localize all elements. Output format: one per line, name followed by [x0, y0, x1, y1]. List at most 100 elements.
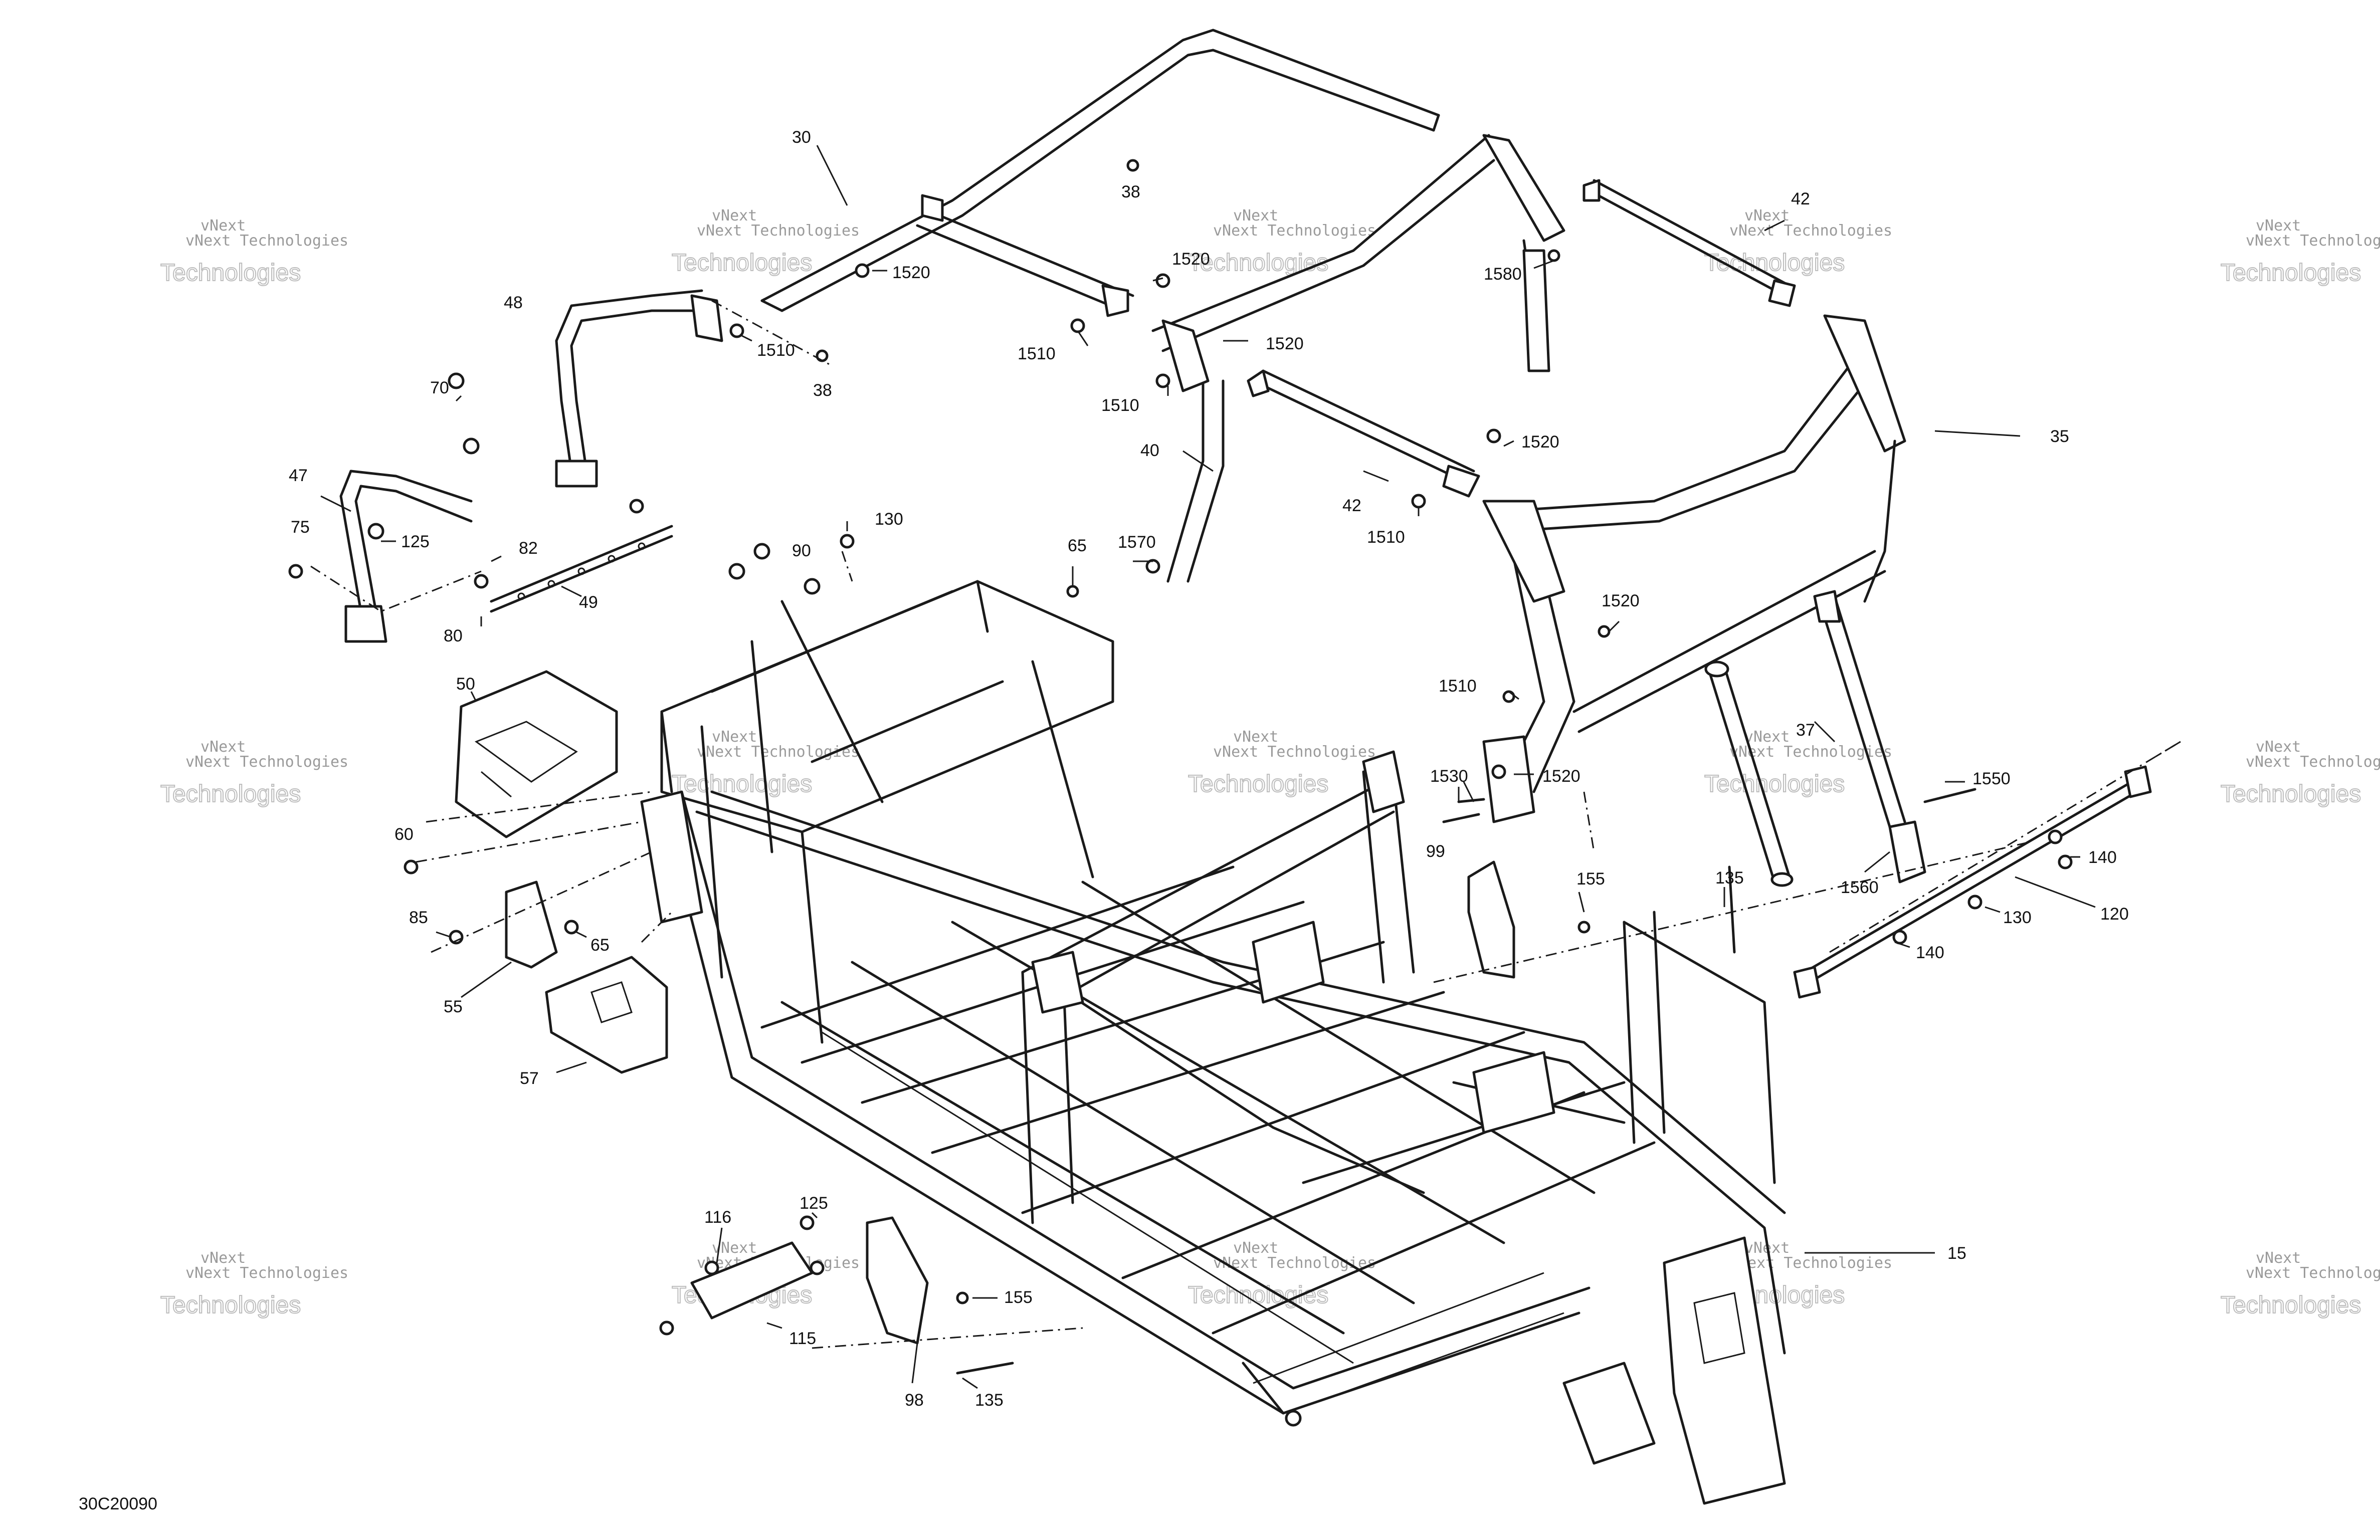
callout-82: 82	[519, 539, 538, 558]
watermark-technologies: Technologies	[1188, 771, 1328, 797]
part-98-bracket	[866, 1216, 929, 1345]
callout-55: 55	[444, 997, 463, 1016]
watermark-technologies: Technologies	[160, 781, 301, 807]
callout-38: 38	[813, 381, 832, 400]
part-57-lower-support	[545, 956, 668, 1074]
watermark-vnext-technologies: vNext Technologies	[1729, 1254, 1892, 1272]
callout-1580: 1580	[1484, 265, 1522, 284]
watermark-vnext-technologies: vNext Technologies	[185, 753, 348, 771]
callout-30: 30	[792, 128, 811, 147]
callout-35: 35	[2050, 427, 2069, 446]
part-120-rear-rail	[1793, 765, 2152, 999]
callout-1510: 1510	[1439, 677, 1477, 696]
watermark: vNext vNext Technologies Technologies	[2220, 1249, 2380, 1319]
callout-65: 65	[1068, 536, 1087, 555]
callout-1520: 1520	[1542, 767, 1580, 786]
watermark-vnext: vNext	[1744, 728, 1790, 746]
callout-1530: 1530	[1430, 767, 1468, 786]
part-42-lower-middle-bar	[1247, 369, 1480, 498]
watermark-technologies: Technologies	[1704, 771, 1845, 797]
callout-125: 125	[401, 532, 430, 551]
callout-15: 15	[1947, 1244, 1966, 1263]
callout-40: 40	[1140, 441, 1159, 460]
callout-115: 115	[789, 1329, 816, 1348]
callout-1510: 1510	[757, 341, 795, 360]
callout-80: 80	[444, 626, 463, 645]
watermark-vnext: vNext	[201, 1249, 246, 1267]
watermark-vnext: vNext	[201, 217, 246, 235]
watermark-technologies: Technologies	[2221, 781, 2361, 807]
callout-140: 140	[2088, 848, 2117, 867]
watermark-vnext-technologies: vNext Technologies	[2246, 753, 2380, 771]
watermark-technologies: Technologies	[672, 250, 812, 276]
callout-42: 42	[1791, 189, 1810, 208]
part-48-grab-handle	[555, 289, 723, 488]
part-55-bracket	[505, 881, 558, 969]
watermark-vnext-technologies: vNext Technologies	[185, 232, 348, 250]
callout-1510: 1510	[1018, 344, 1056, 363]
watermark-vnext: vNext	[2256, 738, 2301, 756]
callout-1510: 1510	[1101, 396, 1139, 415]
watermark-technologies: Technologies	[2221, 1292, 2361, 1318]
watermark-vnext: vNext	[1233, 1239, 1278, 1257]
watermark-technologies: Technologies	[1704, 250, 1845, 276]
part-42-upper-rear-bar	[1582, 179, 1796, 307]
watermark-vnext-technologies: vNext Technologies	[1729, 222, 1892, 240]
leader-lines	[320, 145, 2096, 1389]
callout-57: 57	[520, 1069, 539, 1088]
watermark: vNext vNext Technologies Technologies	[1704, 207, 1892, 277]
watermark: vNext vNext Technologies Technologies	[160, 217, 348, 287]
watermark: vNext vNext Technologies Technologies	[671, 207, 860, 277]
part-47-lower-handle	[339, 470, 473, 643]
watermark: vNext vNext Technologies Technologies	[1187, 207, 1376, 277]
part-35-rear-cage	[1482, 314, 1906, 823]
watermark-vnext-technologies: vNext Technologies	[697, 222, 860, 240]
watermark-vnext: vNext	[1233, 207, 1278, 225]
watermark-vnext: vNext	[712, 728, 757, 746]
main-frame	[640, 580, 1786, 1505]
watermark-vnext: vNext	[1233, 728, 1278, 746]
callout-50: 50	[456, 675, 475, 694]
watermark-vnext: vNext	[712, 207, 757, 225]
callout-130: 130	[875, 510, 903, 529]
part-49-rail	[490, 525, 673, 613]
callout-47: 47	[289, 466, 308, 485]
callout-48: 48	[504, 293, 523, 312]
callout-99: 99	[1426, 842, 1445, 861]
watermark-vnext-technologies: vNext Technologies	[1213, 743, 1376, 761]
callout-1560: 1560	[1841, 878, 1879, 897]
part-37-rear-uprights	[1704, 590, 1926, 887]
callout-1520: 1520	[1172, 250, 1210, 269]
callout-1520: 1520	[1266, 334, 1304, 353]
diagram-code: 30C20090	[79, 1494, 157, 1513]
callout-1520: 1520	[892, 263, 930, 282]
watermark: vNext vNext Technologies Technologies	[2220, 217, 2380, 287]
part-50-support-box	[455, 670, 618, 838]
callout-1570: 1570	[1118, 533, 1156, 552]
callout-37: 37	[1796, 721, 1815, 740]
callout-65: 65	[590, 936, 610, 955]
callout-130: 130	[2003, 908, 2032, 927]
callout-140: 140	[1916, 943, 1944, 962]
callout-120: 120	[2100, 905, 2129, 924]
watermark: vNext vNext Technologies Technologies	[2220, 738, 2380, 808]
watermark-vnext-technologies: vNext Technologies	[1213, 222, 1376, 240]
callout-49: 49	[579, 593, 598, 612]
watermark: vNext vNext Technologies Technologies	[160, 1249, 348, 1319]
callout-1510: 1510	[1367, 528, 1405, 547]
callout-labels: 30 38 1520 1510 38 48 1520 1510 1520 151…	[289, 128, 2129, 1410]
callout-1520: 1520	[1602, 591, 1640, 610]
callout-98: 98	[905, 1391, 924, 1410]
callout-42: 42	[1342, 496, 1361, 515]
callout-1550: 1550	[1972, 769, 2011, 788]
part-99-bracket	[1467, 860, 1515, 979]
callout-155: 155	[1004, 1288, 1033, 1307]
callout-135: 135	[1715, 868, 1744, 888]
callout-90: 90	[792, 541, 811, 560]
watermark: vNext vNext Technologies Technologies	[1187, 728, 1376, 798]
callout-38: 38	[1121, 182, 1140, 201]
watermark-vnext: vNext	[2256, 217, 2301, 235]
callout-135: 135	[975, 1391, 1004, 1410]
watermark-technologies: Technologies	[2221, 260, 2361, 286]
